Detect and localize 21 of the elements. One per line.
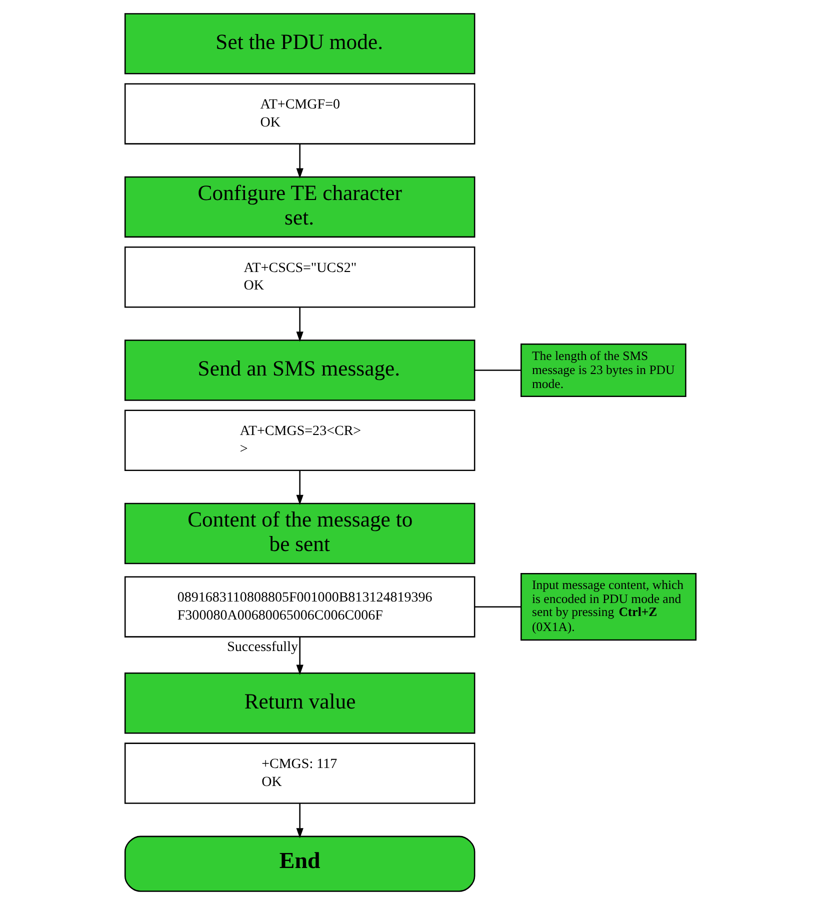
arrow bbox=[296, 144, 304, 179]
connector bbox=[474, 370, 521, 371]
edge-label: Successfully bbox=[227, 639, 298, 656]
node-box: End bbox=[124, 836, 476, 892]
node-box: Set the PDU mode. bbox=[124, 13, 476, 74]
node-box: AT+CSCS="UCS2" OK bbox=[124, 246, 476, 308]
arrow bbox=[296, 803, 304, 838]
node-box: Return value bbox=[124, 672, 476, 734]
node-box: The length of the SMS message is 23 bytes in PDU mode. bbox=[520, 343, 686, 398]
connector bbox=[474, 606, 521, 608]
arrow bbox=[296, 637, 304, 675]
node-box: Send an SMS message. bbox=[124, 340, 476, 401]
node-box: AT+CMGF=0 OK bbox=[124, 83, 476, 144]
node-box: Input message content, which is encoded in PDU mode and sent by pressing Ctrl+Z (0X1A). bbox=[520, 573, 697, 641]
node-box: +CMGS: 117 OK bbox=[124, 742, 476, 804]
arrow bbox=[296, 308, 304, 342]
node-box: 0891683110808805F001000B813124819396F300080A00680065006C006C006F bbox=[124, 576, 476, 638]
node-box: AT+CMGS=23<CR> > bbox=[124, 410, 476, 471]
arrow bbox=[296, 470, 304, 506]
node-box: Configure TE character set. bbox=[124, 176, 476, 238]
node-box: Content of the message to be sent bbox=[124, 502, 476, 564]
